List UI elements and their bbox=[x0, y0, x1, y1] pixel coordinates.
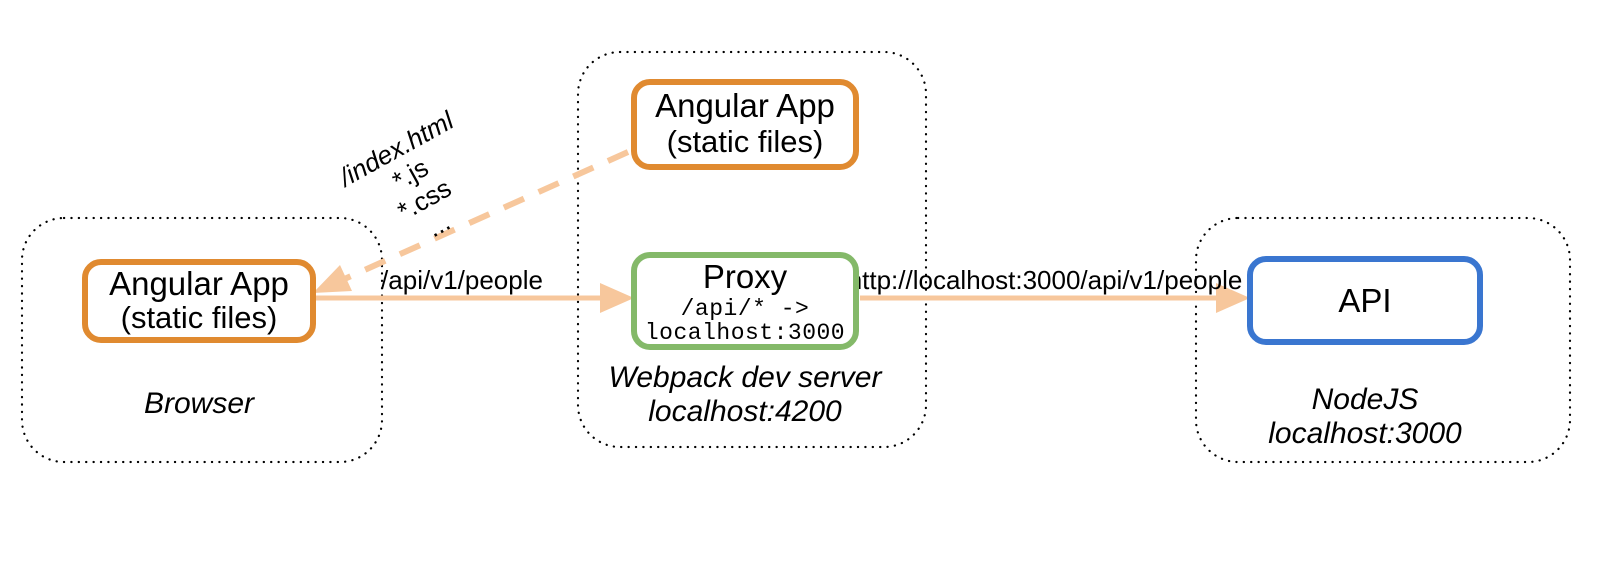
node-api-box[interactable] bbox=[1247, 256, 1483, 345]
node-proxy-box[interactable] bbox=[631, 252, 859, 350]
edge-api-request-label: /api/v1/people bbox=[381, 265, 543, 295]
group-label-devserver-line2: localhost:4200 bbox=[648, 395, 842, 428]
node-server-angular-app-title: Angular App bbox=[655, 87, 835, 124]
edge-static-assets-arrowhead bbox=[313, 265, 352, 293]
edge-proxied-request-label: http://localhost:3000/api/v1/people bbox=[848, 265, 1243, 295]
group-container-browser bbox=[20, 216, 384, 464]
group-container-devserver bbox=[576, 50, 928, 449]
node-server-angular-app[interactable]: Angular App (static files) bbox=[631, 79, 859, 170]
group-label-nodejs-line2: localhost:3000 bbox=[1268, 417, 1462, 450]
group-label-browser: Browser bbox=[144, 387, 255, 420]
node-server-angular-app-box[interactable] bbox=[631, 79, 859, 170]
node-proxy-rule-target: localhost:3000 bbox=[645, 320, 845, 346]
node-proxy-title: Proxy bbox=[703, 258, 788, 295]
node-api-title: API bbox=[1338, 282, 1391, 319]
group-container-nodejs bbox=[1194, 216, 1572, 464]
edge-proxied-request: http://localhost:3000/api/v1/people bbox=[848, 265, 1250, 313]
node-browser-angular-app-box[interactable] bbox=[82, 259, 316, 343]
node-browser-angular-app-title: Angular App bbox=[109, 265, 289, 302]
node-browser-angular-app-subtitle: (static files) bbox=[121, 300, 278, 335]
node-server-angular-app-subtitle: (static files) bbox=[667, 124, 824, 159]
node-browser-angular-app[interactable]: Angular App (static files) bbox=[82, 259, 316, 343]
edge-api-request: /api/v1/people bbox=[312, 265, 634, 313]
edge-api-request-arrowhead bbox=[600, 283, 634, 313]
edge-static-assets-line bbox=[338, 149, 630, 284]
group-label-devserver-line1: Webpack dev server bbox=[609, 361, 883, 394]
node-proxy-rule-pattern: /api/* -> bbox=[681, 296, 810, 322]
node-proxy[interactable]: Proxy /api/* -> localhost:3000 bbox=[631, 252, 859, 350]
edge-proxied-request-arrowhead bbox=[1216, 283, 1250, 313]
group-label-nodejs-line1: NodeJS bbox=[1312, 383, 1419, 416]
node-api[interactable]: API bbox=[1247, 256, 1483, 345]
